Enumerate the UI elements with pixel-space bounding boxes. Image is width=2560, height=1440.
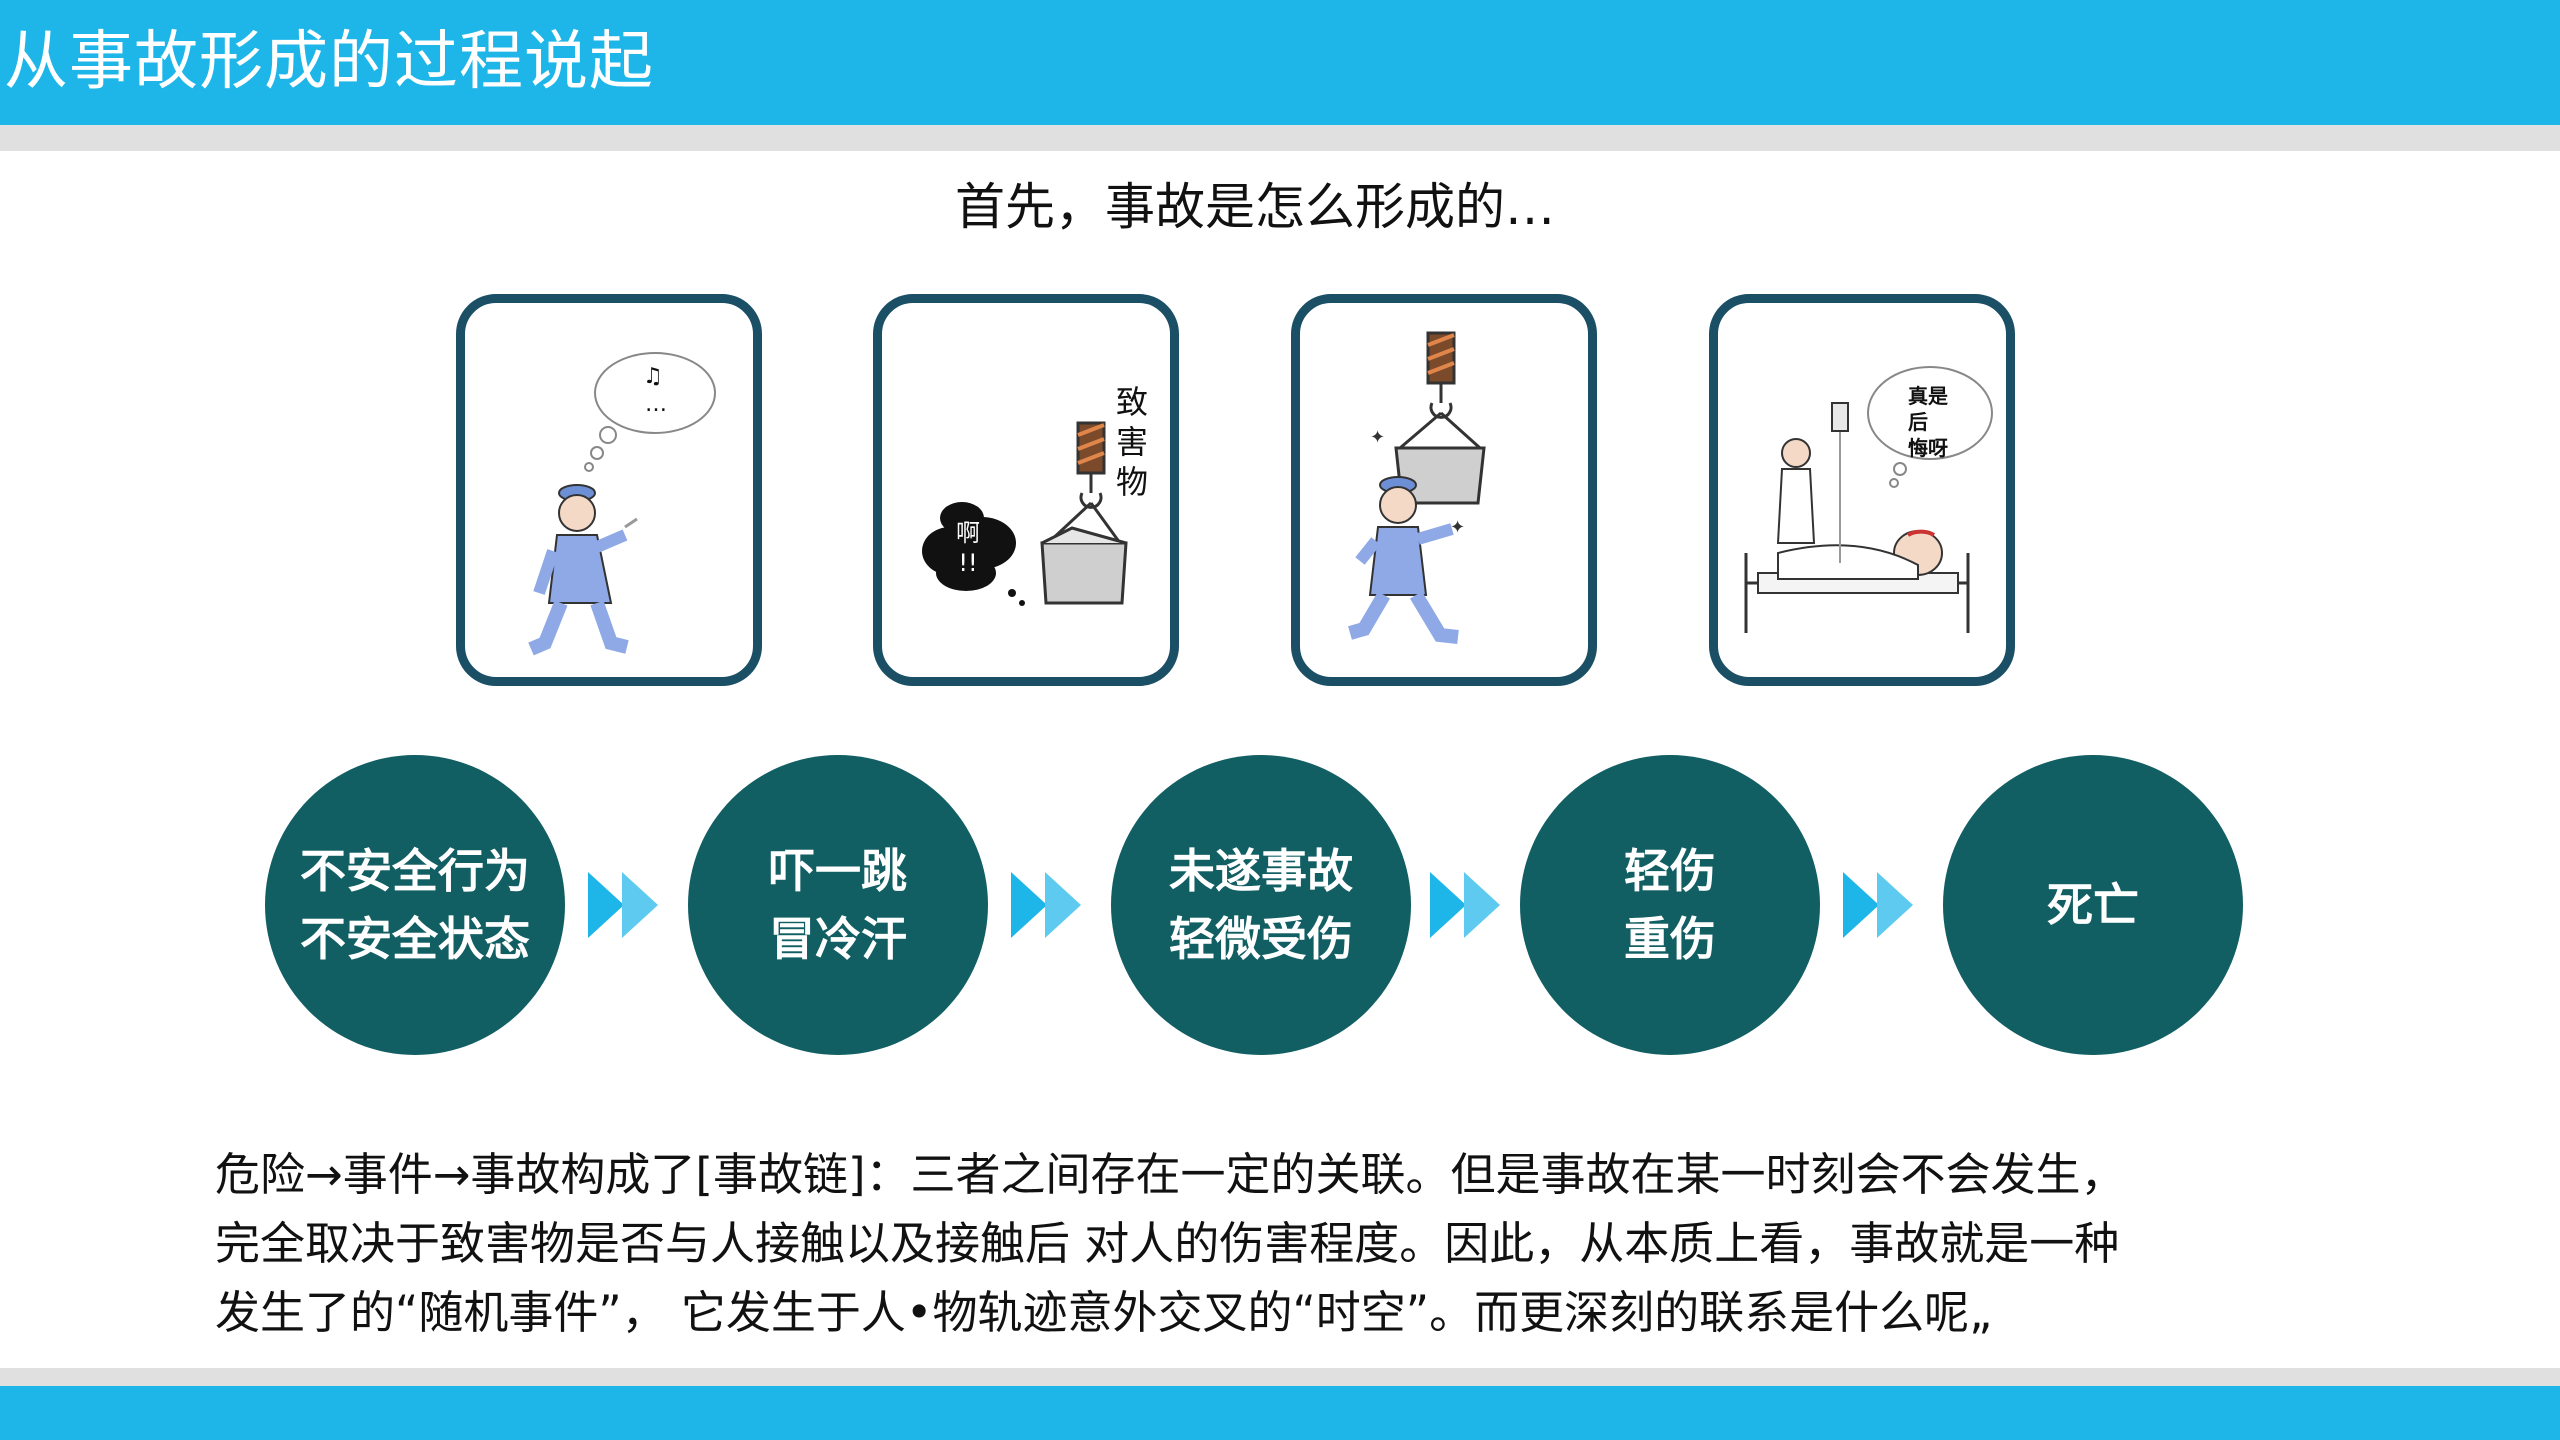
stage-injury: 轻伤 重伤 <box>1520 755 1820 1055</box>
bubble-dots: … <box>645 392 667 417</box>
illustration-card-near-miss: ✦ ✦ <box>1291 294 1597 686</box>
double-chevron-right-icon <box>1430 872 1500 938</box>
stage-line-2: 重伤 <box>1624 912 1716 966</box>
label-char-3: 物 <box>1116 463 1148 501</box>
illustration-card-unsafe-act: ♫ … <box>456 294 762 686</box>
double-chevron-right-icon <box>1011 872 1081 938</box>
worker-walking-illustration: ♫ … <box>528 352 716 656</box>
bubble-line-3: 悔呀 <box>1908 436 1948 460</box>
description-line-2: 完全取决于致害物是否与人接触以及接触后 对人的伤害程度。因此，从本质上看，事故就… <box>215 1217 2120 1270</box>
page-title: 从事故形成的过程说起 <box>4 25 654 99</box>
stage-scare: 吓一跳 冒冷汗 <box>688 755 988 1055</box>
exclaim-marks: !! <box>958 549 977 577</box>
double-chevron-right-icon <box>588 872 658 938</box>
stage-line-1: 未遂事故 <box>1169 844 1353 898</box>
stage-line-2: 冒冷汗 <box>769 912 907 966</box>
stage-near-miss: 未遂事故 轻微受伤 <box>1111 755 1411 1055</box>
stage-line-1: 轻伤 <box>1624 844 1716 898</box>
subtitle: 首先，事故是怎么形成的… <box>955 178 1555 236</box>
footer-bar <box>0 1386 2560 1440</box>
double-chevron-right-icon <box>1843 872 1913 938</box>
label-char-1: 致 <box>1116 383 1148 421</box>
falling-load-illustration: 致 害 物 啊 !! <box>922 383 1148 606</box>
title-bar: 从事故形成的过程说起 <box>0 0 2560 125</box>
exclaim-text: 啊 <box>956 519 980 547</box>
hospital-bed-illustration: 真是 后 悔呀 <box>1744 366 1993 633</box>
dodging-worker-illustration: ✦ ✦ <box>1348 331 1486 644</box>
label-char-2: 害 <box>1116 423 1148 461</box>
description-line-1: 危险→事件→事故构成了[事故链]：三者之间存在一定的关联。但是事故在某一时刻会不… <box>215 1148 2126 1201</box>
bubble-line-2: 后 <box>1908 410 1928 434</box>
stage-line-2: 不安全状态 <box>300 912 530 966</box>
stage-line-2: 轻微受伤 <box>1169 912 1353 966</box>
stage-death: 死亡 <box>1943 755 2243 1055</box>
illustration-card-injury: 真是 后 悔呀 <box>1709 294 2015 686</box>
description: 危险→事件→事故构成了[事故链]：三者之间存在一定的关联。但是事故在某一时刻会不… <box>215 1140 2355 1347</box>
bubble-note: ♫ <box>643 364 663 389</box>
stage-line-1: 不安全行为 <box>300 844 530 898</box>
stage-line-1: 吓一跳 <box>769 844 907 898</box>
stage-unsafe-act: 不安全行为 不安全状态 <box>265 755 565 1055</box>
svg-text:✦: ✦ <box>1450 517 1465 538</box>
svg-text:✦: ✦ <box>1370 427 1385 448</box>
title-underline <box>0 125 2560 151</box>
bubble-line-1: 真是 <box>1908 384 1948 408</box>
illustration-card-scare: 致 害 物 啊 !! <box>873 294 1179 686</box>
footer-divider <box>0 1368 2560 1386</box>
stage-line-1: 死亡 <box>2047 878 2139 932</box>
description-line-3: 发生了的“随机事件”， 它发生于人•物轨迹意外交叉的“时空”。而更深刻的联系是什… <box>215 1286 1993 1339</box>
